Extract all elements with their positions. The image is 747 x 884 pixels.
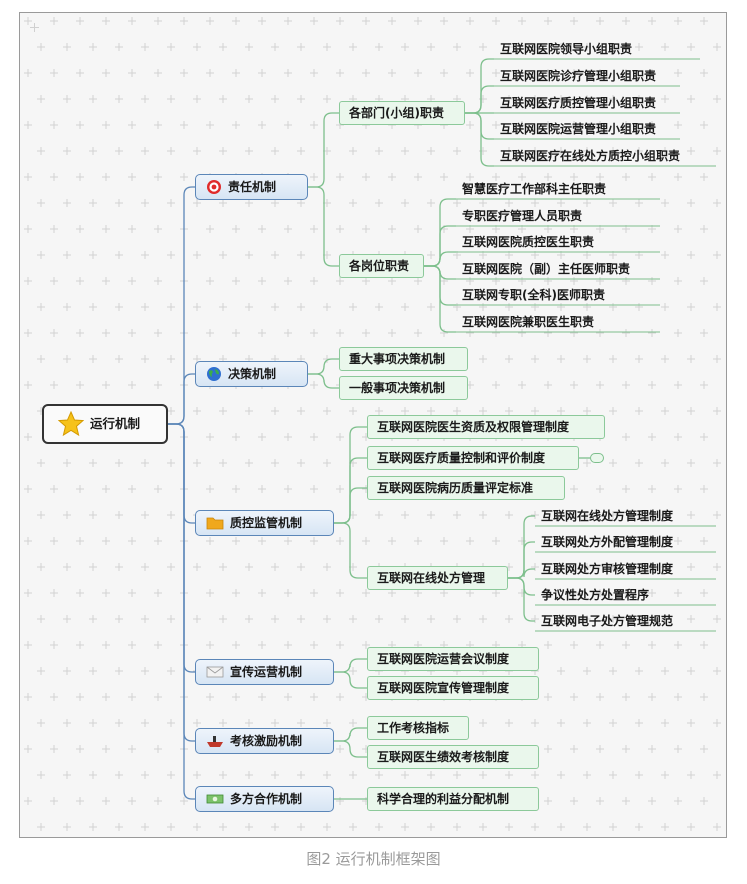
target-icon [207, 180, 221, 194]
branch-label: 责任机制 [228, 180, 277, 194]
branch-label: 决策机制 [228, 367, 277, 381]
topic-major-decision[interactable]: 重大事项决策机制 [339, 347, 468, 371]
topic-benefit-distribution[interactable]: 科学合理的利益分配机制 [367, 787, 539, 811]
leaf-item[interactable]: 互联网处方外配管理制度 [541, 535, 674, 549]
branch-quality-control[interactable]: 质控监管机制 [195, 510, 334, 536]
root-node[interactable]: 运行机制 [42, 404, 168, 444]
leaf-item[interactable]: 互联网处方审核管理制度 [541, 562, 674, 576]
topic-work-indicators[interactable]: 工作考核指标 [367, 716, 469, 740]
mindmap-canvas: 运行机制 责任机制 决策机制 质控监管机制 宣传运营机制 考核激励机制 [19, 12, 727, 838]
branch-label: 质控监管机制 [230, 516, 303, 530]
leaf-item[interactable]: 专职医疗管理人员职责 [462, 209, 583, 223]
leaf-item[interactable]: 互联网医院兼职医生职责 [462, 315, 595, 329]
leaf-item[interactable]: 智慧医疗工作部科主任职责 [462, 182, 607, 196]
topic-operation-meeting[interactable]: 互联网医院运营会议制度 [367, 647, 539, 671]
figure-caption: 图2 运行机制框架图 [306, 850, 441, 868]
leaf-item[interactable]: 互联网专职(全科)医师职责 [462, 288, 605, 302]
topic-publicity-management[interactable]: 互联网医院宣传管理制度 [367, 676, 539, 700]
topic-dept-duties[interactable]: 各部门(小组)职责 [339, 101, 465, 125]
branch-cooperation[interactable]: 多方合作机制 [195, 786, 334, 812]
globe-icon [207, 367, 221, 381]
leaf-item[interactable]: 互联网医院运营管理小组职责 [500, 122, 657, 136]
topic-medical-record[interactable]: 互联网医院病历质量评定标准 [367, 476, 565, 500]
collapse-toggle[interactable] [590, 453, 604, 463]
leaf-item[interactable]: 互联网医院领导小组职责 [500, 42, 633, 56]
leaf-item[interactable]: 互联网医疗在线处方质控小组职责 [500, 149, 681, 163]
leaf-item[interactable]: 互联网医院（副）主任医师职责 [462, 262, 631, 276]
topic-post-duties[interactable]: 各岗位职责 [339, 254, 424, 278]
leaf-item[interactable]: 互联网在线处方管理制度 [541, 509, 674, 523]
leaf-item[interactable]: 互联网医院诊疗管理小组职责 [500, 69, 657, 83]
folder-icon [206, 517, 224, 530]
topic-performance-assessment[interactable]: 互联网医生绩效考核制度 [367, 745, 539, 769]
branch-label: 宣传运营机制 [230, 665, 303, 679]
branch-incentive[interactable]: 考核激励机制 [195, 728, 334, 754]
topic-online-prescription[interactable]: 互联网在线处方管理 [367, 566, 508, 590]
leaf-item[interactable]: 互联网医院质控医生职责 [462, 235, 595, 249]
ship-icon [207, 736, 223, 747]
branch-publicity[interactable]: 宣传运营机制 [195, 659, 334, 685]
topic-quality-evaluation[interactable]: 互联网医疗质量控制和评价制度 [367, 446, 579, 470]
leaf-item[interactable]: 争议性处方处置程序 [541, 588, 650, 602]
topic-doctor-qualification[interactable]: 互联网医院医生资质及权限管理制度 [367, 415, 605, 439]
branch-responsibility[interactable]: 责任机制 [195, 174, 308, 200]
envelope-icon [206, 666, 224, 678]
branch-label: 多方合作机制 [230, 792, 303, 806]
money-icon [206, 794, 224, 804]
branch-decision[interactable]: 决策机制 [195, 361, 308, 387]
leaf-item[interactable]: 互联网医疗质控管理小组职责 [500, 96, 657, 110]
topic-general-decision[interactable]: 一般事项决策机制 [339, 376, 468, 400]
branch-label: 考核激励机制 [230, 734, 303, 748]
root-label: 运行机制 [90, 415, 141, 431]
star-icon [58, 411, 84, 437]
leaf-item[interactable]: 互联网电子处方管理规范 [541, 614, 674, 628]
connector-lines [168, 58, 716, 800]
